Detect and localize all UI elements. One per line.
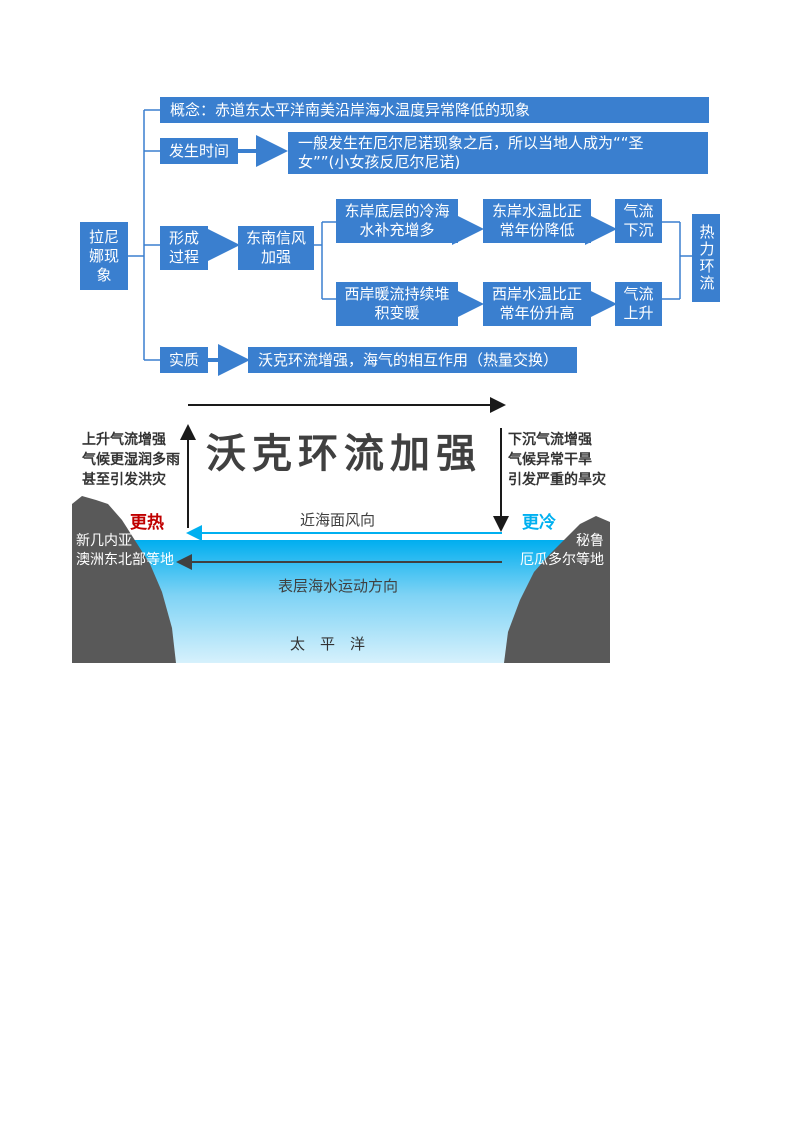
surface-current-label: 表层海水运动方向: [278, 577, 399, 595]
colder-label: 更冷: [522, 513, 556, 533]
occurrence-time-text: 一般发生在厄尔尼诺现象之后，所以当地人成为““圣 女””(小女孩反厄尔尼诺): [298, 134, 644, 171]
east-region-label: 秘鲁 厄瓜多尔等地: [520, 533, 604, 568]
walker-circulation-diagram: 沃克环流加强 上升气流增强 气候更湿润多雨 甚至引发洪灾 下沉气流增强 气候异常…: [72, 392, 610, 663]
west-step-3: 气流上升: [623, 285, 654, 322]
flowchart-connectors: [128, 109, 692, 376]
concept-box: 概念：赤道东太平洋南美沿岸海水温度异常降低的现象: [160, 97, 709, 123]
west-step-2-box: 西岸水温比正常年份升高: [483, 282, 591, 326]
east-step-3-box: 气流下沉: [615, 199, 662, 243]
east-land: [504, 516, 610, 663]
result-box: 热力环流: [692, 214, 720, 302]
east-step-1-box: 东岸底层的冷海水补充增多: [336, 199, 458, 243]
west-region-label: 新几内亚 澳洲东北部等地: [76, 533, 174, 568]
west-step-1: 西岸暖流持续堆积变暖: [344, 285, 450, 322]
essence-text: 沃克环流增强，海气的相互作用（热量交换）: [258, 350, 559, 369]
east-step-1: 东岸底层的冷海水补充增多: [344, 202, 450, 239]
right-weather-text: 下沉气流增强 气候异常干旱 引发严重的旱灾: [508, 432, 606, 488]
occurrence-time-label-box: 发生时间: [160, 138, 238, 164]
formation-label: 形成过程: [168, 229, 199, 266]
cause-box: 东南信风加强: [238, 226, 314, 270]
walker-title: 沃克环流加强: [206, 431, 482, 477]
root-box: 拉尼娜现象: [80, 222, 128, 290]
essence-text-box: 沃克环流增强，海气的相互作用（热量交换）: [248, 347, 577, 373]
root-label: 拉尼娜现象: [88, 227, 119, 284]
concept-text: 概念：赤道东太平洋南美沿岸海水温度异常降低的现象: [170, 100, 531, 119]
west-step-3-box: 气流上升: [615, 282, 662, 326]
east-step-2: 东岸水温比正常年份降低: [491, 202, 582, 239]
warmer-label: 更热: [130, 513, 164, 533]
walker-diagram-art: [72, 397, 610, 663]
occurrence-time-text-box: 一般发生在厄尔尼诺现象之后，所以当地人成为““圣 女””(小女孩反厄尔尼诺): [288, 132, 708, 174]
formation-label-box: 形成过程: [160, 226, 208, 270]
essence-label-box: 实质: [160, 347, 208, 373]
east-step-2-box: 东岸水温比正常年份降低: [483, 199, 591, 243]
pacific-ocean-label: 太 平 洋: [290, 635, 366, 653]
surface-wind-label: 近海面风向: [300, 511, 376, 529]
west-step-1-box: 西岸暖流持续堆积变暖: [336, 282, 458, 326]
left-weather-text: 上升气流增强 气候更湿润多雨 甚至引发洪灾: [82, 432, 180, 488]
west-step-2: 西岸水温比正常年份升高: [491, 285, 582, 322]
west-land: [72, 496, 176, 663]
essence-label: 实质: [168, 350, 199, 369]
east-step-3: 气流下沉: [623, 202, 654, 239]
result-label: 热力环流: [697, 224, 716, 292]
occurrence-time-label: 发生时间: [168, 141, 229, 160]
cause-label: 东南信风加强: [245, 229, 306, 266]
